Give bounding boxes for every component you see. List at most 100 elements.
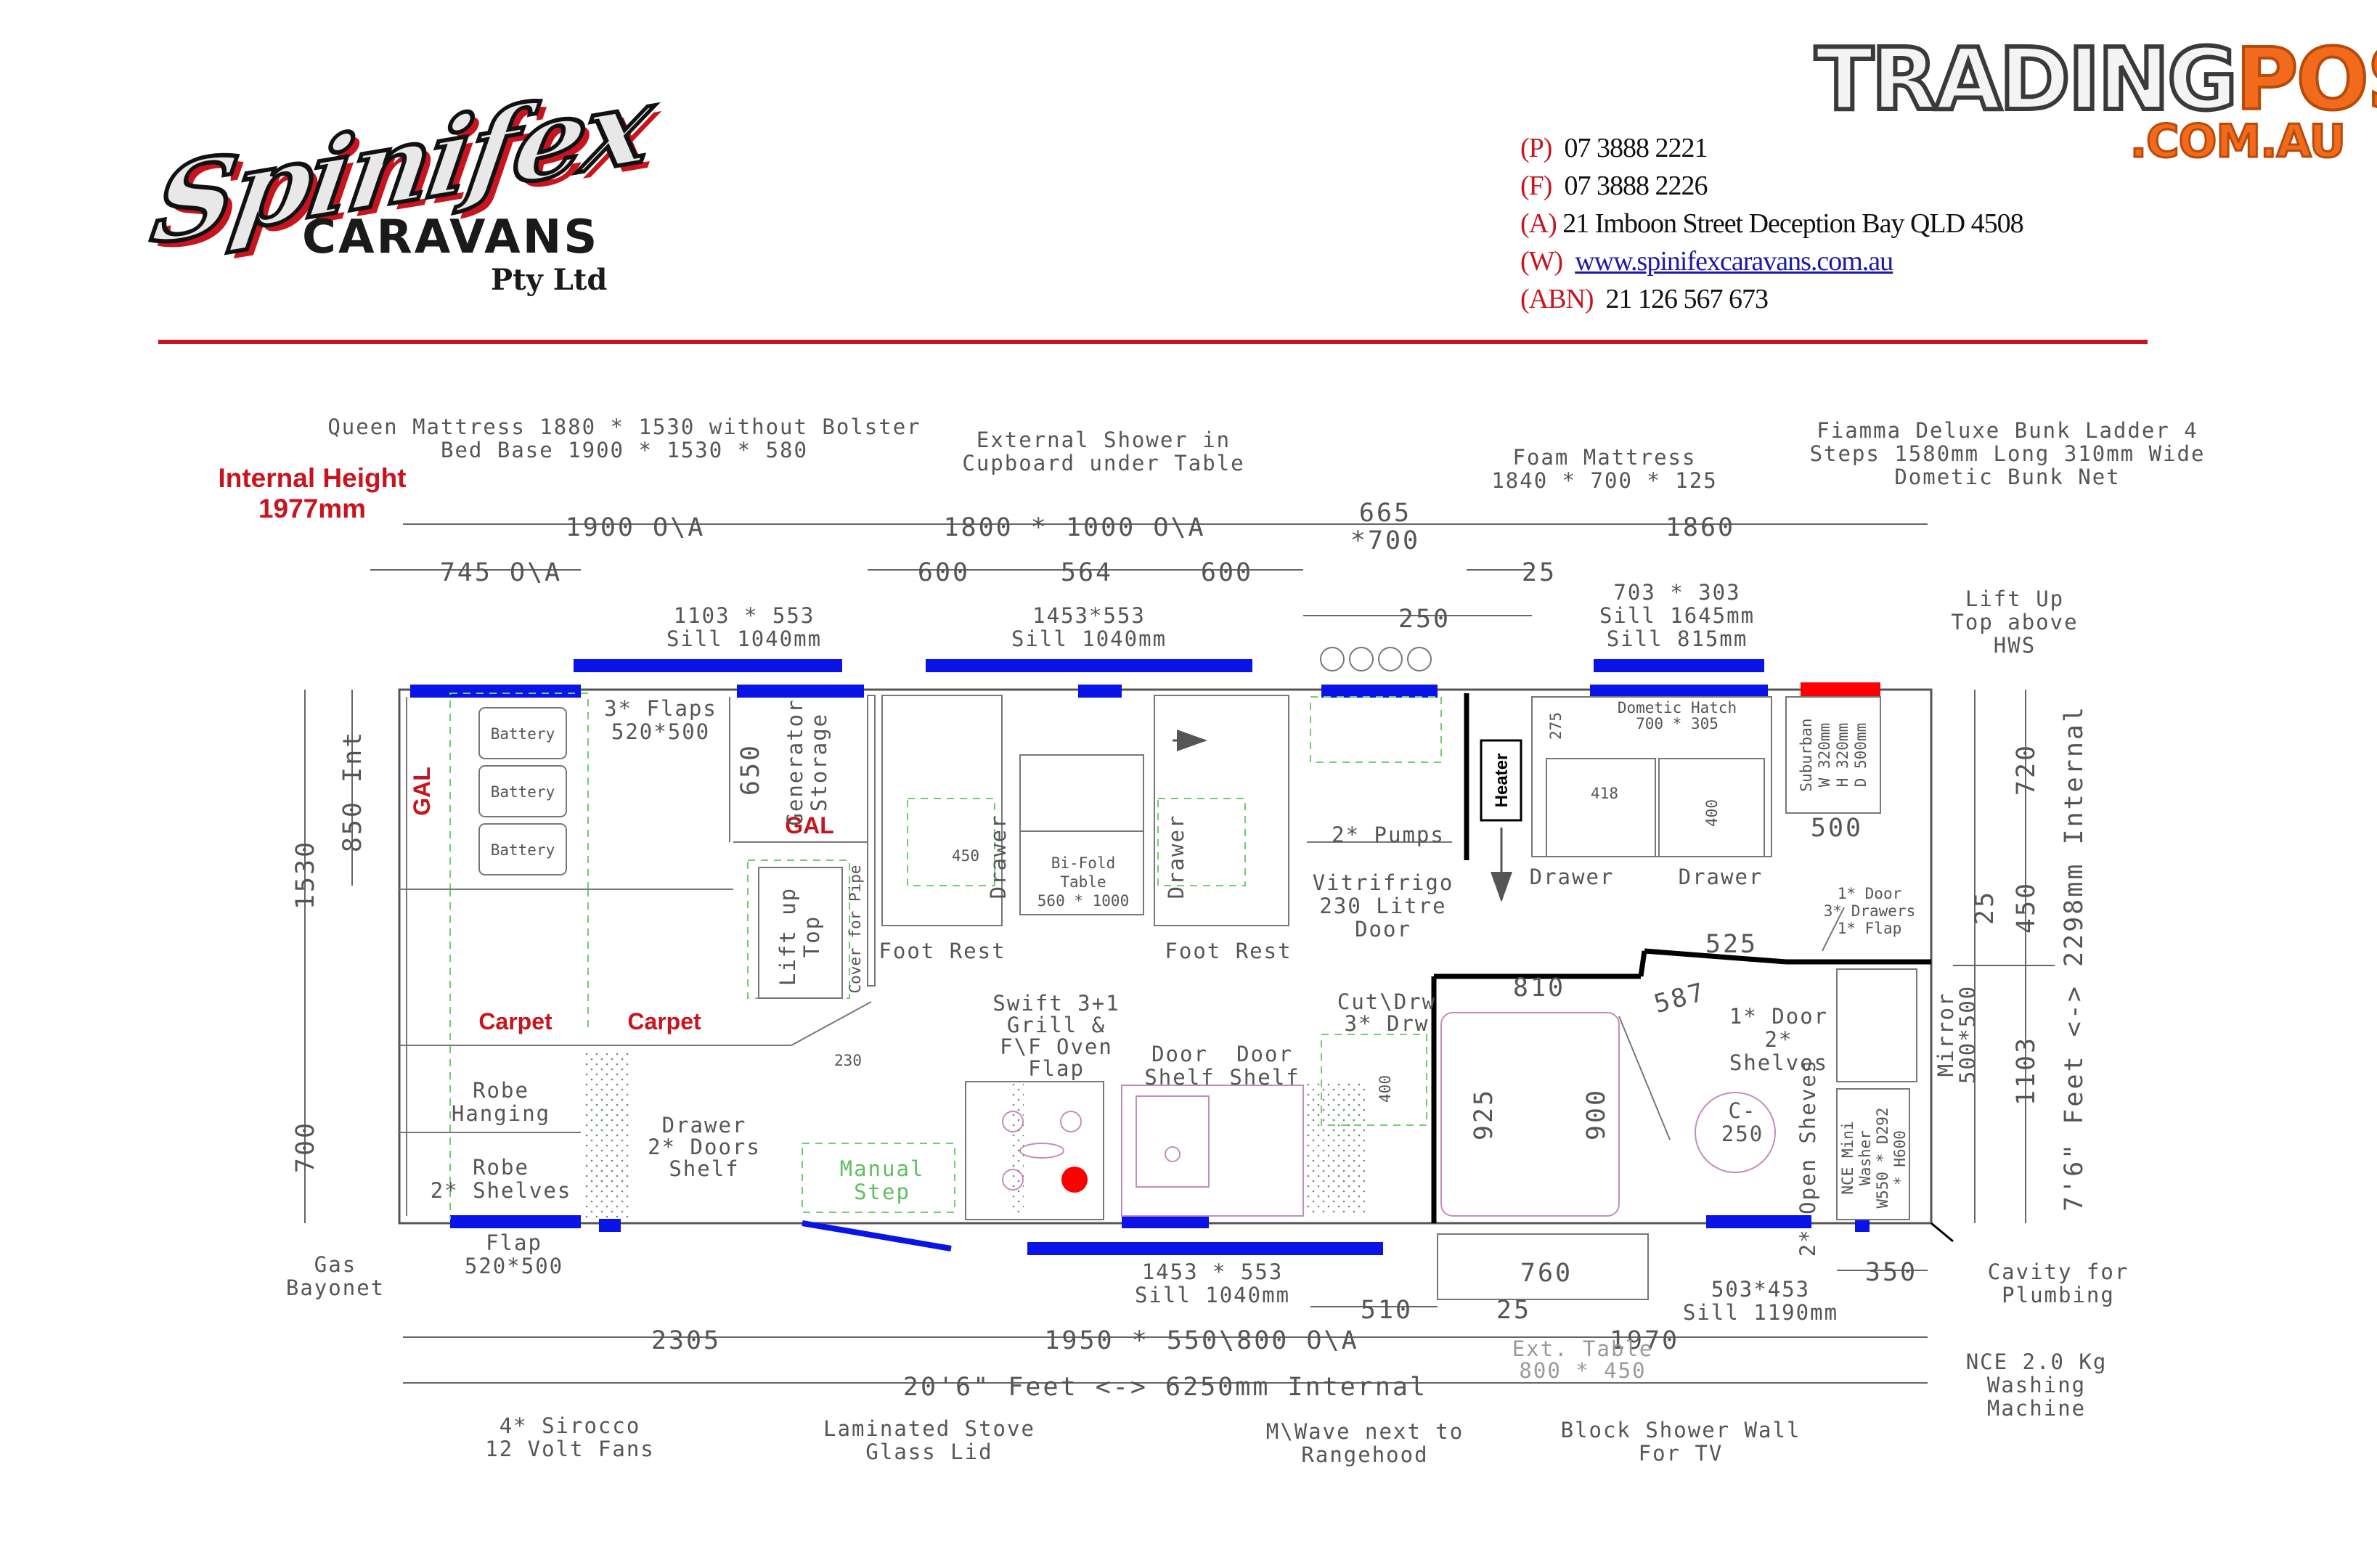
contact-web: (W) www.spinifexcaravans.com.au — [1520, 242, 2023, 280]
logo-suffix: Pty Ltd — [491, 263, 608, 297]
note-lift-1: Lift Up — [1965, 587, 2064, 611]
door-drawers-1: 1* Door — [1838, 885, 1902, 902]
suburban-1: Suburban — [1798, 718, 1815, 791]
dim-right-720: 720 — [2012, 743, 2041, 796]
stove-burner-marker — [1061, 1167, 1088, 1193]
note-ladder-1: Fiamma Deluxe Bunk Ladder 4 — [1817, 418, 2198, 443]
win4-size: 1453 * 553 — [1142, 1259, 1284, 1284]
washer-1: NCE Mini — [1839, 1121, 1856, 1194]
dim-500: 500 — [1811, 814, 1863, 843]
dim-25-bottom: 25 — [1496, 1296, 1531, 1325]
spinifex-logo: Spinifex CARAVANS Pty Ltd — [143, 60, 660, 312]
flap-2: 520*500 — [465, 1254, 563, 1278]
dim-right-450: 450 — [2012, 881, 2041, 934]
internal-height-dim: 7'6" Feet <-> 2298mm Internal — [2060, 705, 2089, 1212]
contact-key: (F) — [1520, 171, 1552, 201]
mirror-1: Mirror — [1933, 992, 1958, 1077]
contact-fax: (F) 07 3888 2226 — [1520, 167, 2023, 205]
dim-400-bunk: 400 — [1703, 799, 1721, 827]
dim-525: 525 — [1705, 930, 1758, 959]
microwave-2: Rangehood — [1301, 1442, 1428, 1467]
nce-3: Machine — [1987, 1396, 2086, 1421]
contact-value: 21 Imboon Street Deception Bay QLD 4508 — [1562, 208, 2023, 239]
contact-block: (P) 07 3888 2221 (F) 07 3888 2226 (A) 21… — [1520, 129, 2024, 318]
swift-1: Swift 3+1 — [992, 991, 1120, 1016]
suburban-3: H 320mm — [1834, 723, 1851, 788]
carpet-left: Carpet — [478, 1008, 553, 1034]
entry-door — [802, 1220, 952, 1251]
bifold-3: 560 * 1000 — [1037, 892, 1129, 910]
ext-table-2: 800 * 450 — [1519, 1358, 1646, 1383]
dim-745: 745 O\A — [440, 558, 563, 587]
vitrifrigo-3: Door — [1355, 917, 1411, 942]
win3-size: 703 * 303 — [1613, 580, 1740, 605]
cut-drw-1: Cut\Drw — [1337, 989, 1436, 1014]
dim-900: 900 — [1582, 1088, 1611, 1140]
shower-wall-1: Block Shower Wall — [1561, 1418, 1801, 1442]
door-shelf-a1: Door — [1151, 1042, 1208, 1066]
suburban-4: D 500mm — [1852, 723, 1870, 788]
internal-height-note: Internal Height 1977mm — [203, 463, 421, 524]
dim-1950: 1950 * 550\800 O\A — [1044, 1326, 1358, 1355]
tradingpost-word-b: POST — [2234, 28, 2377, 131]
contact-key: (P) — [1520, 133, 1552, 163]
note-lift-3: HWS — [1994, 633, 2036, 658]
note-queen-1: Queen Mattress 1880 * 1530 without Bolst… — [327, 415, 921, 439]
lift-up-1: Lift up — [775, 887, 800, 986]
gas-2: Bayonet — [286, 1275, 385, 1300]
bifold-2: Table — [1060, 873, 1106, 891]
dim-275: 275 — [1547, 712, 1565, 740]
sink — [1121, 1085, 1304, 1217]
ext-table-1: Ext. Table — [1512, 1336, 1654, 1361]
door-shelf-b2: Shelf — [1229, 1065, 1300, 1090]
battery-label-3: Battery — [491, 841, 555, 859]
stove — [965, 1081, 1104, 1220]
win1-sill: Sill 1040mm — [666, 626, 822, 651]
foot-rest-left: Foot Rest — [878, 939, 1006, 963]
vent-icons — [1320, 647, 1432, 671]
dim-1800: 1800 * 1000 O\A — [943, 513, 1205, 542]
drawer-bunk-1: Drawer — [1530, 865, 1615, 889]
door-shelves-3: Shelves — [1729, 1050, 1828, 1075]
internal-height-value: 1977mm — [258, 494, 367, 523]
battery-2 — [478, 765, 567, 817]
note-ladder-3: Dometic Bunk Net — [1894, 465, 2120, 489]
dim-230: 230 — [834, 1052, 862, 1069]
flap-1: Flap — [486, 1230, 542, 1255]
win5-sill: Sill 1190mm — [1683, 1300, 1838, 1325]
website-link[interactable]: www.spinifexcaravans.com.au — [1575, 246, 1893, 277]
cassette-2: 250 — [1721, 1122, 1764, 1146]
dim-2305: 2305 — [651, 1326, 721, 1355]
battery-1 — [478, 707, 567, 759]
stove-lid-1: Laminated Stove — [823, 1416, 1035, 1441]
contact-value: 07 3888 2221 — [1564, 133, 1708, 163]
note-shower-2: Cupboard under Table — [962, 451, 1244, 475]
hatch-2: 700 * 305 — [1636, 715, 1718, 732]
dim-450-bed: 450 — [952, 847, 979, 865]
contact-value: 07 3888 2226 — [1564, 171, 1708, 201]
drawer-doors-3: Shelf — [669, 1156, 739, 1181]
swift-4: Flap — [1028, 1056, 1085, 1081]
dim-1900: 1900 O\A — [566, 513, 706, 542]
dim-600a: 600 — [918, 558, 970, 587]
drawer-right: Drawer — [1164, 814, 1188, 899]
suburban-hatch — [1801, 682, 1880, 697]
dim-right-25: 25 — [1970, 890, 1999, 925]
dim-650: 650 — [736, 743, 765, 796]
dim-right-1103: 1103 — [2012, 1036, 2041, 1106]
dim-600b: 600 — [1201, 558, 1253, 587]
tradingpost-wordmark: TRADINGPOST — [1813, 27, 2377, 131]
fans-2: 12 Volt Fans — [485, 1437, 655, 1461]
dim-1860: 1860 — [1665, 513, 1735, 542]
door-drawers-2: 3* Drawers — [1824, 902, 1915, 920]
win1-size: 1103 * 553 — [674, 603, 815, 628]
battery-3 — [478, 823, 567, 875]
contact-phone: (P) 07 3888 2221 — [1520, 129, 2023, 167]
dim-418: 418 — [1591, 785, 1618, 802]
washer-3: W550 * D292 — [1874, 1107, 1891, 1208]
microwave-1: M\Wave next to — [1266, 1419, 1464, 1444]
dim-925: 925 — [1469, 1088, 1499, 1140]
note-lift-2: Top above — [1951, 610, 2078, 634]
foot-rest-right: Foot Rest — [1165, 939, 1292, 963]
